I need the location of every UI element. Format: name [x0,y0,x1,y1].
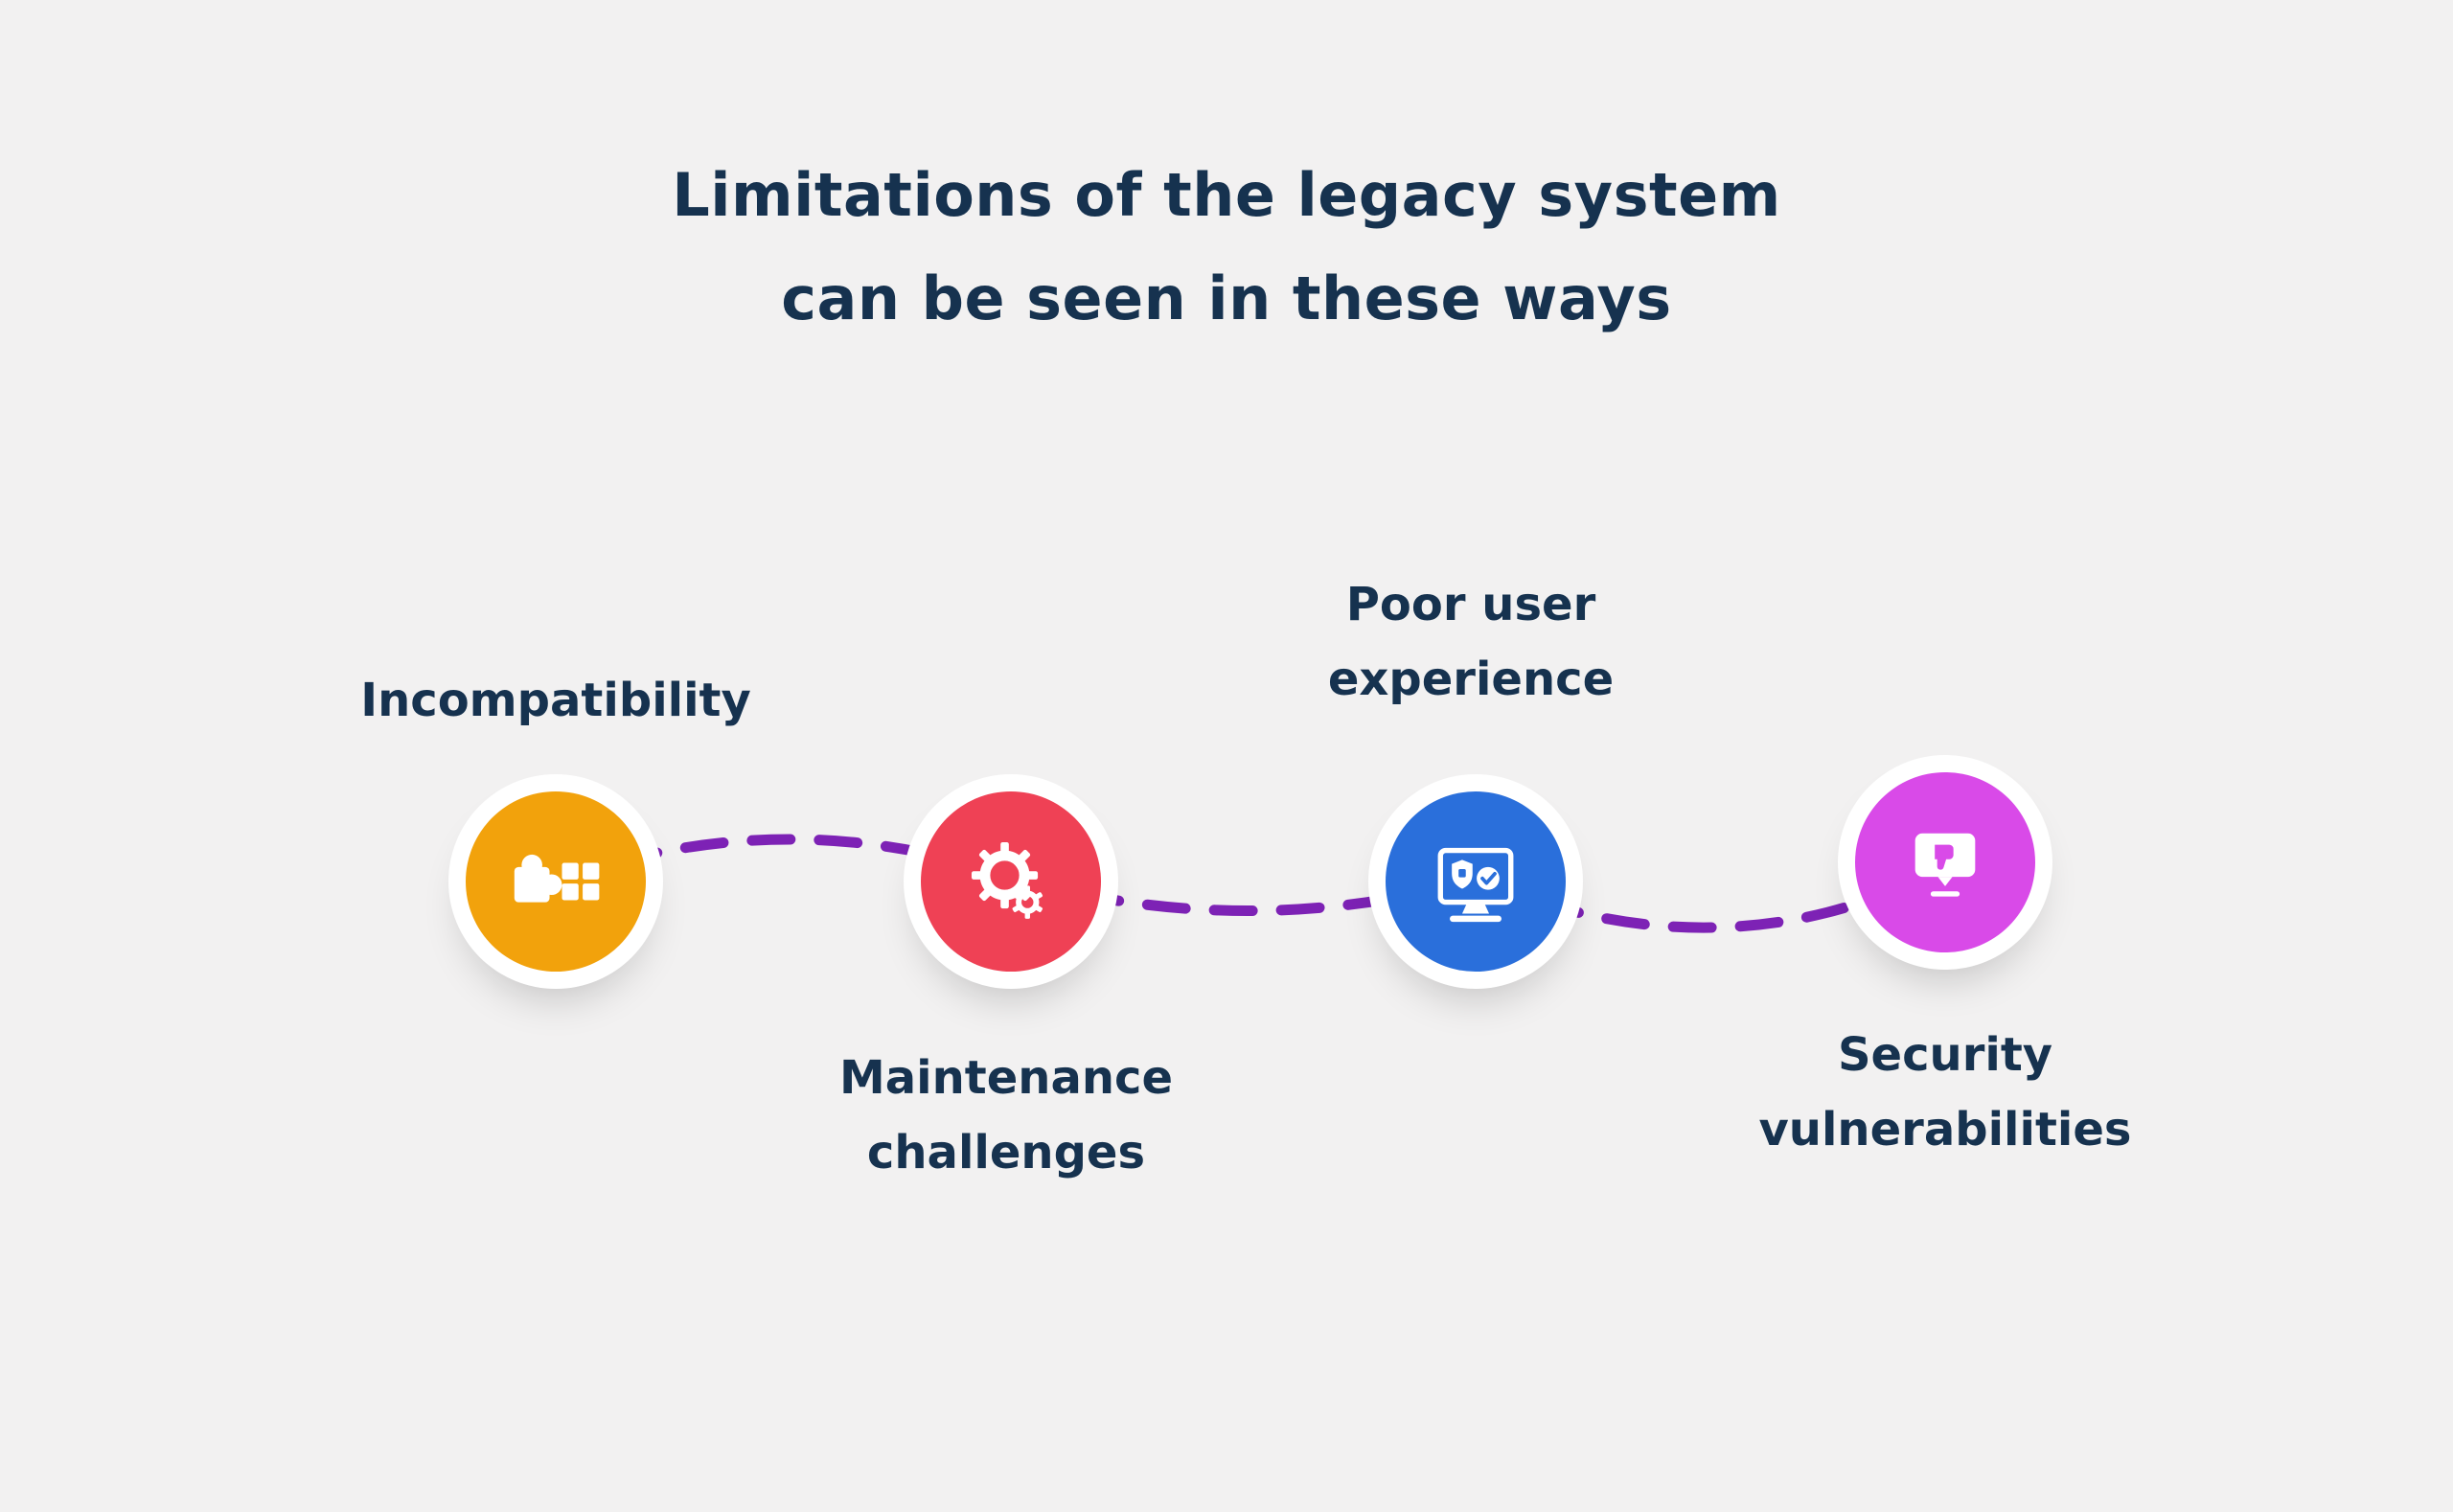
step-label-incompatibility: Incompatibility [360,674,751,727]
page-title-line2: can be seen in these ways [781,263,1672,333]
monitor-thumbs-down-icon [1914,833,1976,897]
step-label-security-vulnerabilities: Security vulnerabilities [1758,1028,2132,1157]
page-title-line1: Limitations of the legacy system [672,160,1781,230]
step-circle-poor-user-experience [1386,791,1566,972]
step-label-maintenance-challenges: Maintenance challenges [838,1051,1174,1180]
connector-path [550,834,1951,933]
step-label-poor-user-experience: Poor user experience [1327,578,1615,706]
gears-icon [971,841,1043,919]
step-circle-incompatibility [466,791,646,972]
step-circle-maintenance-challenges [921,791,1101,972]
step-circle-security-vulnerabilities [1855,772,2035,952]
monitor-shield-icon [1437,847,1514,923]
page-title: Limitations of the legacy system can be … [0,144,2453,351]
puzzle-icon [514,854,600,903]
